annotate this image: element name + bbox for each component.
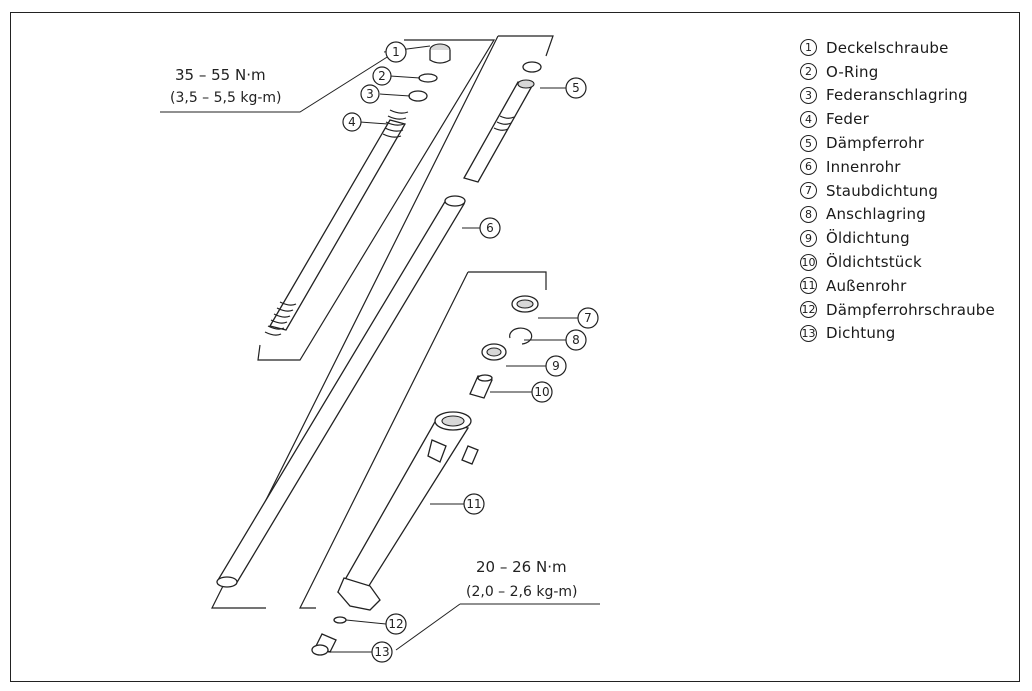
svg-text:7: 7 [584, 311, 592, 325]
legend-number: 5 [800, 134, 817, 152]
legend-item: 8 Anschlagring [800, 203, 995, 227]
svg-text:4: 4 [348, 115, 356, 129]
panel-outline-inner-tube [211, 35, 554, 609]
callout-9: 9 [545, 355, 567, 377]
diagram-frame [10, 12, 1020, 682]
svg-text:11: 11 [466, 497, 481, 511]
spring-part [264, 109, 409, 336]
legend-label: Anschlagring [826, 205, 926, 224]
o-ring-part [418, 73, 438, 83]
legend-item: 9 Öldichtung [800, 226, 995, 250]
legend-number: 6 [800, 158, 817, 176]
legend-number: 11 [800, 277, 817, 295]
torque-top-leader [160, 53, 393, 113]
legend-label: Innenrohr [826, 157, 901, 176]
gasket-part [333, 616, 347, 624]
callout-10: 10 [531, 381, 553, 403]
callout-5: 5 [565, 77, 587, 99]
torque-bottom-nm: 20 – 26 N·m [476, 558, 567, 576]
spring-seat-part [408, 90, 428, 102]
parts-legend: 1 Deckelschraube 2 O-Ring 3 Federanschlagring… [800, 36, 995, 345]
panel-outline-spring [257, 39, 496, 361]
legend-label: Deckelschraube [826, 38, 949, 57]
svg-text:8: 8 [572, 333, 580, 347]
legend-item: 11 Außenrohr [800, 274, 995, 298]
svg-text:6: 6 [486, 221, 494, 235]
legend-item: 4 Feder [800, 107, 995, 131]
svg-text:5: 5 [572, 81, 580, 95]
oil-lock-piece-part [469, 374, 493, 399]
torque-top-nm: 35 – 55 N·m [175, 66, 266, 84]
damper-bolt-part [311, 633, 337, 656]
svg-text:3: 3 [366, 87, 374, 101]
damper-rod-part [463, 61, 542, 183]
svg-text:9: 9 [552, 359, 560, 373]
legend-item: 3 Federanschlagring [800, 84, 995, 108]
legend-label: Staubdichtung [826, 181, 939, 200]
callout-leaders [328, 45, 578, 653]
oil-seal-part [481, 343, 507, 361]
torque-top-kgm: (3,5 – 5,5 kg-m) [170, 90, 282, 106]
legend-label: Dämpferrohr [826, 134, 925, 153]
legend-label: O-Ring [826, 62, 879, 81]
callout-12: 12 [385, 613, 407, 635]
svg-text:10: 10 [534, 385, 549, 399]
callout-group: 1 2 3 4 5 6 7 8 9 10 11 12 13 [342, 41, 599, 663]
legend-number: 12 [800, 301, 817, 319]
cap-bolt-part [429, 43, 451, 64]
legend-number: 1 [800, 39, 817, 57]
callout-8: 8 [565, 329, 587, 351]
outer-tube-part [337, 411, 479, 611]
legend-number: 8 [800, 205, 817, 223]
svg-text:1: 1 [392, 45, 400, 59]
dust-seal-part [511, 295, 539, 313]
legend-label: Dämpferrohrschraube [826, 300, 995, 319]
legend-number: 7 [800, 182, 817, 200]
stop-ring-part [509, 327, 533, 345]
legend-number: 10 [800, 253, 817, 271]
callout-6: 6 [479, 217, 501, 239]
inner-tube-part [216, 195, 466, 588]
callout-1: 1 [385, 41, 407, 63]
legend-label: Außenrohr [826, 276, 907, 295]
legend-label: Federanschlagring [826, 86, 968, 105]
legend-item: 1 Deckelschraube [800, 36, 995, 60]
legend-item: 6 Innenrohr [800, 155, 995, 179]
svg-text:13: 13 [374, 645, 389, 659]
legend-number: 2 [800, 63, 817, 81]
torque-bottom-leader [395, 603, 600, 651]
legend-item: 13 Dichtung [800, 322, 995, 346]
callout-11: 11 [463, 493, 485, 515]
legend-item: 7 Staubdichtung [800, 179, 995, 203]
legend-label: Dichtung [826, 324, 896, 343]
legend-item: 5 Dämpferrohr [800, 131, 995, 155]
legend-number: 4 [800, 110, 817, 128]
legend-label: Öldichtung [826, 229, 910, 248]
callout-2: 2 [372, 66, 392, 86]
legend-number: 3 [800, 86, 817, 104]
legend-item: 12 Dämpferrohrschraube [800, 298, 995, 322]
torque-bottom-kgm: (2,0 – 2,6 kg-m) [466, 584, 578, 600]
svg-text:12: 12 [388, 617, 403, 631]
legend-label: Feder [826, 110, 869, 129]
callout-7: 7 [577, 307, 599, 329]
legend-item: 2 O-Ring [800, 60, 995, 84]
panel-outline-outer-tube [299, 271, 547, 609]
legend-item: 10 Öldichtstück [800, 250, 995, 274]
svg-text:2: 2 [378, 69, 386, 83]
legend-number: 13 [800, 324, 817, 342]
legend-label: Öldichtstück [826, 253, 922, 272]
legend-number: 9 [800, 229, 817, 247]
callout-13: 13 [371, 641, 393, 663]
callout-3: 3 [360, 84, 380, 104]
callout-4: 4 [342, 112, 362, 132]
